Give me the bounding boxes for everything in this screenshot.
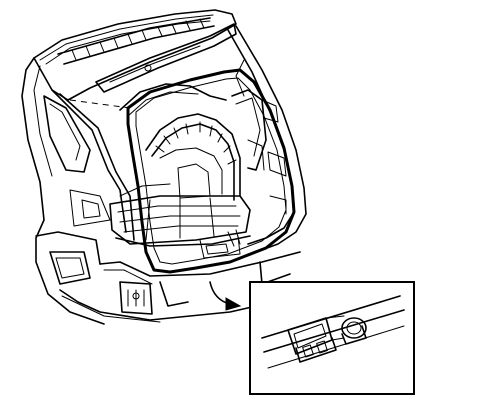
liftgate-opening-frame (227, 25, 307, 253)
weatherstrip-cross-section (261, 295, 405, 369)
cargo-interior (109, 83, 267, 259)
rear-bumper (99, 251, 301, 315)
roof-rack-ribs (71, 18, 205, 61)
spare-tire-ribs (155, 121, 237, 165)
left-body-side (21, 57, 301, 325)
callout-arrow (209, 281, 242, 311)
liftgate-weatherstrip (69, 68, 296, 274)
roof (33, 9, 237, 101)
detail-inset (249, 281, 415, 395)
